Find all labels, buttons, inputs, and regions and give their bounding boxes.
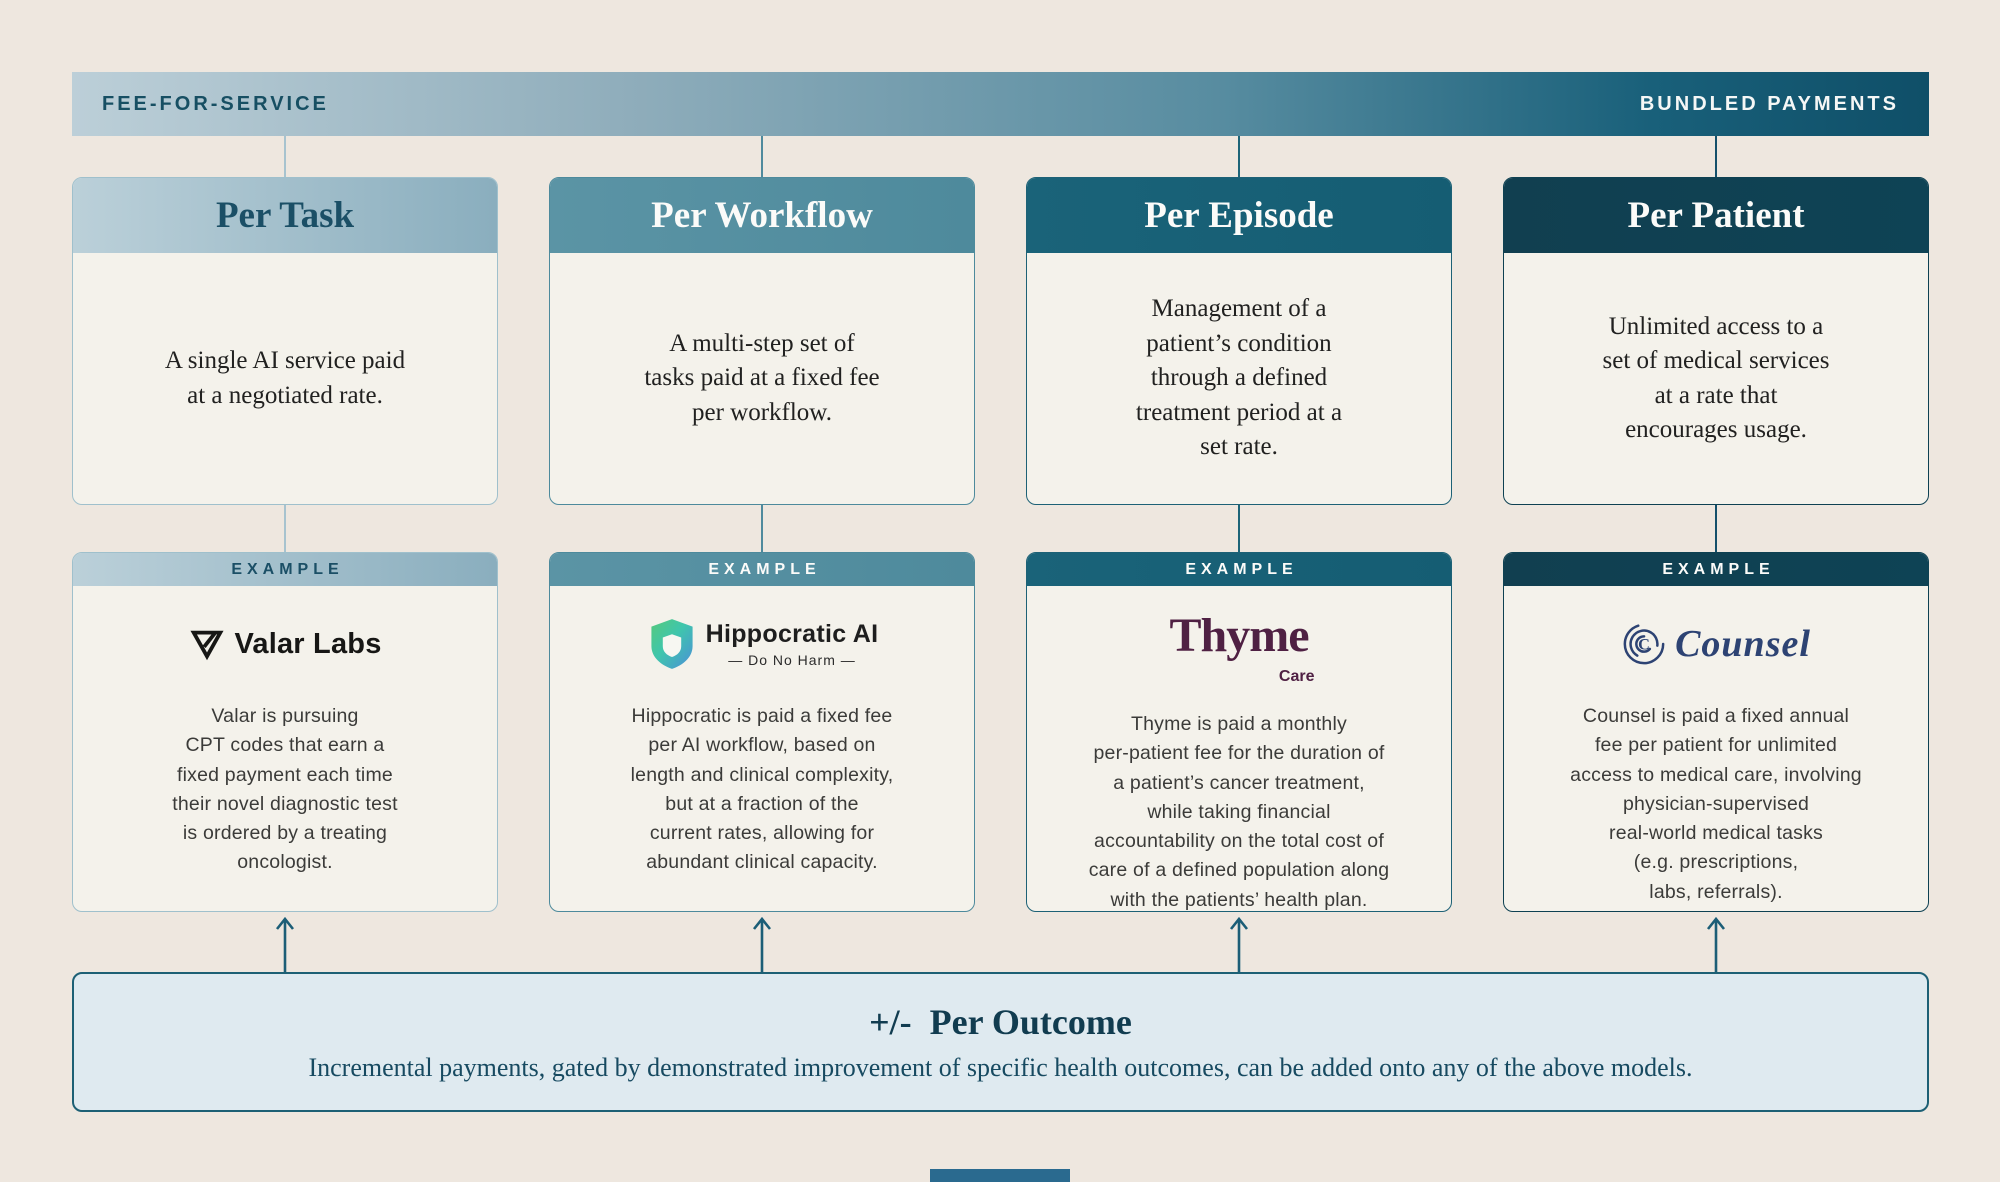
per-workflow-example-card: EXAMPLE	[549, 552, 975, 912]
connector-line	[1238, 136, 1240, 177]
card-description: A single AI service paid at a negotiated…	[164, 347, 406, 409]
thyme-wordmark: Thyme	[1169, 609, 1310, 662]
thyme-care-logo: Thyme Care	[1169, 609, 1315, 686]
per-task-example-card: EXAMPLE Valar Labs Valar is pursuing CPT…	[72, 552, 498, 912]
hippocratic-ai-logo: Hippocratic AI — Do No Harm —	[646, 612, 879, 676]
svg-text:C: C	[1638, 635, 1650, 654]
up-arrow-icon	[1229, 916, 1249, 972]
example-header: EXAMPLE	[1504, 553, 1928, 586]
counsel-wordmark: Counsel	[1675, 623, 1811, 665]
thyme-care-subtext: Care	[1278, 668, 1315, 685]
connector-line	[284, 505, 286, 552]
spectrum-bar: FEE-FOR-SERVICE BUNDLED PAYMENTS	[72, 72, 1929, 136]
column-per-task: Per Task A single AI service paid at a n…	[72, 136, 498, 972]
connector-line	[761, 136, 763, 177]
per-workflow-header: Per Workflow	[550, 178, 974, 253]
example-text: Valar is pursuing CPT codes that earn a …	[172, 705, 398, 874]
connector-line	[1715, 136, 1717, 177]
up-arrow-icon	[752, 916, 772, 972]
example-header: EXAMPLE	[550, 553, 974, 586]
per-task-card: Per Task A single AI service paid at a n…	[72, 177, 498, 505]
connector-line	[284, 136, 286, 177]
per-workflow-card: Per Workflow A multi-step set of tasks p…	[549, 177, 975, 505]
column-per-episode: Per Episode Management of a patient’s co…	[1026, 136, 1452, 972]
valar-labs-logo: Valar Labs	[188, 612, 381, 676]
hippocratic-tagline: — Do No Harm —	[728, 652, 856, 668]
per-episode-body: Management of a patient’s condition thro…	[1027, 253, 1451, 504]
example-text: Thyme is paid a monthly per-patient fee …	[1088, 713, 1390, 911]
per-patient-card: Per Patient Unlimited access to a set of…	[1503, 177, 1929, 505]
column-per-patient: Per Patient Unlimited access to a set of…	[1503, 136, 1929, 972]
per-episode-card: Per Episode Management of a patient’s co…	[1026, 177, 1452, 505]
connector-line	[761, 505, 763, 552]
card-description: Unlimited access to a set of medical ser…	[1602, 312, 1830, 444]
spectrum-left-label: FEE-FOR-SERVICE	[102, 92, 329, 115]
example-text: Counsel is paid a fixed annual fee per p…	[1570, 705, 1862, 903]
hippocratic-shield-icon	[651, 619, 693, 669]
per-patient-body: Unlimited access to a set of medical ser…	[1504, 253, 1928, 504]
counsel-logo: C Counsel	[1621, 612, 1811, 676]
per-episode-example-card: EXAMPLE Thyme Care Thyme is paid a month…	[1026, 552, 1452, 912]
column-per-workflow: Per Workflow A multi-step set of tasks p…	[549, 136, 975, 972]
example-header: EXAMPLE	[73, 553, 497, 586]
valar-labs-wordmark: Valar Labs	[234, 627, 382, 660]
per-outcome-title: +/- Per Outcome	[869, 1002, 1132, 1042]
card-description: Management of a patient’s condition thro…	[1135, 295, 1343, 461]
per-patient-header: Per Patient	[1504, 178, 1928, 253]
connector-line	[1715, 505, 1717, 552]
per-task-body: A single AI service paid at a negotiated…	[73, 253, 497, 504]
card-title: Per Task	[215, 195, 355, 236]
bottom-cutoff-bar	[930, 1169, 1070, 1182]
counsel-fingerprint-icon: C	[1623, 623, 1665, 665]
card-title: Per Workflow	[651, 195, 873, 236]
per-outcome-banner: +/- Per Outcome Incremental payments, ga…	[72, 972, 1929, 1112]
per-outcome-subtitle: Incremental payments, gated by demonstra…	[308, 1053, 1693, 1082]
per-task-header: Per Task	[73, 178, 497, 253]
card-title: Per Patient	[1627, 195, 1805, 236]
up-arrow-icon	[275, 916, 295, 972]
per-episode-header: Per Episode	[1027, 178, 1451, 253]
per-patient-example-card: EXAMPLE C Counsel Counsel	[1503, 552, 1929, 912]
valar-triangle-icon	[190, 630, 224, 661]
card-description: A multi-step set of tasks paid at a fixe…	[644, 329, 880, 426]
example-header: EXAMPLE	[1027, 553, 1451, 586]
spectrum-right-label: BUNDLED PAYMENTS	[1639, 92, 1899, 115]
up-arrow-icon	[1706, 916, 1726, 972]
per-workflow-body: A multi-step set of tasks paid at a fixe…	[550, 253, 974, 504]
card-title: Per Episode	[1144, 195, 1334, 236]
hippocratic-wordmark: Hippocratic AI	[705, 620, 879, 648]
columns-grid: Per Task A single AI service paid at a n…	[72, 136, 1929, 972]
example-text: Hippocratic is paid a fixed fee per AI w…	[630, 705, 894, 874]
connector-line	[1238, 505, 1240, 552]
